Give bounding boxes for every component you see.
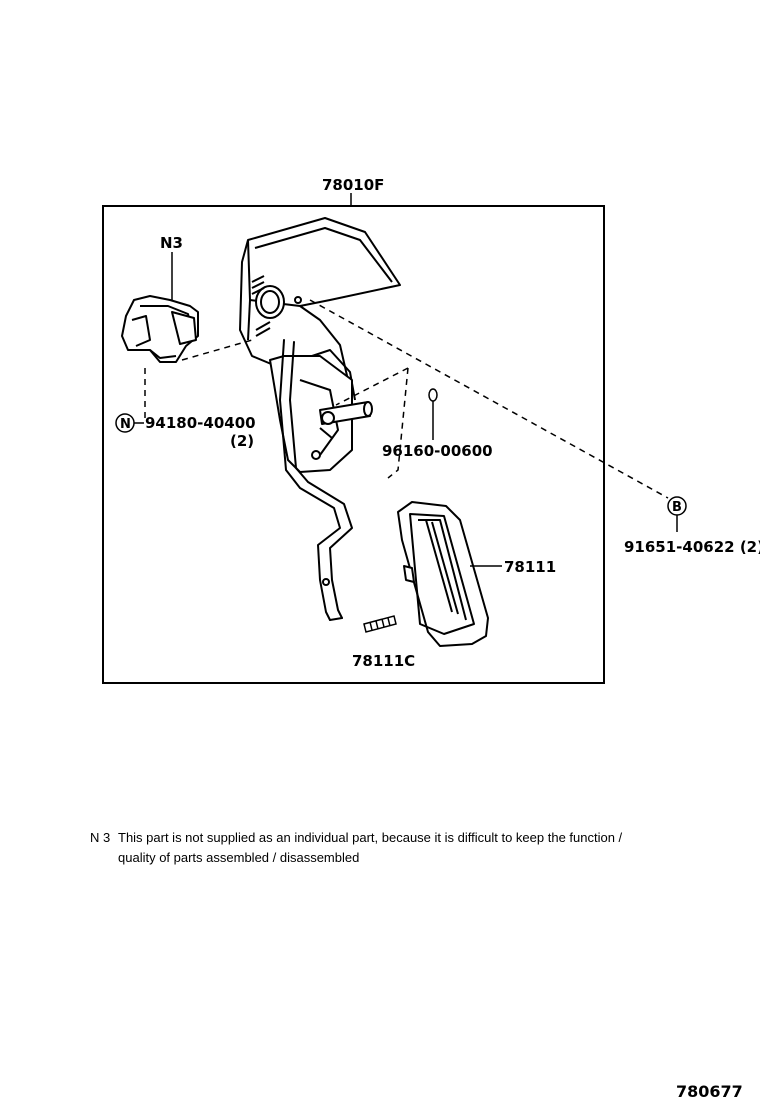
screw-dashed-leader [144, 339, 253, 418]
pedal-bracket [239, 217, 401, 473]
throttle-position-sensor [121, 295, 199, 363]
illustration-id: 780677 [676, 1082, 743, 1101]
assembly-frame [102, 205, 605, 684]
pedal-pad [397, 501, 489, 647]
clip-part-number: 96160-00600 [382, 442, 493, 460]
sensor-note-ref: N3 [160, 234, 183, 252]
bolt-part-number: 91651-40622 (2) [624, 538, 760, 556]
screw-quantity: (2) [230, 432, 254, 450]
pin-part-number: 78111C [352, 652, 415, 670]
pedal-pad-part-number: 78111 [504, 558, 556, 576]
clip-dashed-leader [335, 367, 409, 479]
pedal-lever [279, 339, 353, 621]
note-line-1: This part is not supplied as an individu… [118, 830, 623, 845]
note-code: N 3 [90, 830, 111, 845]
assembly-part-number: 78010F [322, 176, 384, 194]
screw-part-number: 94180-40400 [145, 414, 256, 432]
bolt-b-marker: B [672, 500, 682, 515]
screw-n-marker: N [120, 417, 131, 432]
pedal-pin [363, 615, 397, 633]
note-line-2: quality of parts assembled / disassemble… [118, 850, 360, 865]
bolt-dashed-leader [309, 299, 669, 499]
clip [428, 388, 438, 440]
